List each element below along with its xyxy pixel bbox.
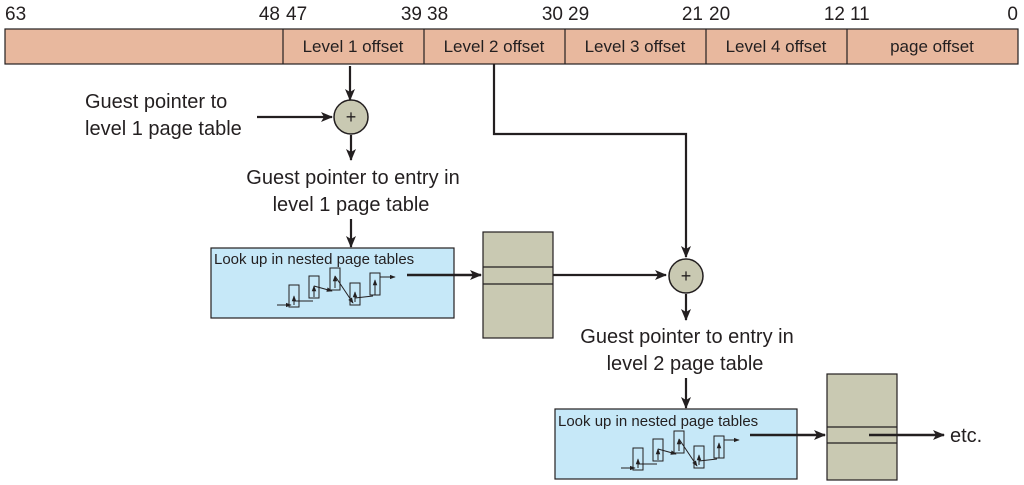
bit-number-30: 30: [542, 4, 563, 25]
bit-number-63: 63: [5, 4, 26, 25]
plus-icon: +: [346, 107, 357, 127]
page-table-2: [826, 373, 898, 481]
address-bar-background: [4, 28, 1019, 65]
bit-number-20: 20: [709, 4, 730, 25]
lookup-box-background: [554, 408, 798, 480]
field-level-4-offset: Level 4 offset: [726, 37, 827, 56]
adder-circle: [333, 99, 369, 135]
lookup-box-title: Look up in nested page tables: [214, 251, 414, 268]
lookup-box-title: Look up in nested page tables: [558, 413, 758, 430]
virtual-address-bar: Level 1 offset Level 2 offset Level 3 of…: [4, 28, 1019, 65]
bit-number-39: 39: [401, 4, 422, 25]
page-table-1: [482, 231, 554, 339]
label-entry-l2-line1: Guest pointer to entry in: [580, 326, 793, 348]
bit-number-29: 29: [568, 4, 589, 25]
bit-number-11: 11: [850, 4, 870, 25]
bit-number-0: 0: [1007, 4, 1018, 25]
adder-1: +: [333, 99, 369, 135]
bit-number-38: 38: [427, 4, 448, 25]
bit-numbers: 63 48 47 39 38 30 29 21 20 12 11 0: [5, 4, 1018, 25]
label-entry-l1-line1: Guest pointer to entry in: [246, 167, 459, 189]
arrow-level2-offset-to-adder2: [492, 64, 691, 258]
label-guest-pointer-l1-line2: level 1 page table: [85, 118, 242, 140]
bit-number-47: 47: [286, 4, 307, 25]
field-level-2-offset: Level 2 offset: [444, 37, 545, 56]
nested-lookup-box-2: Look up in nested page tables: [554, 408, 798, 480]
bit-number-21: 21: [682, 4, 703, 25]
nested-lookup-box-1: Look up in nested page tables: [210, 247, 455, 319]
page-table-background: [482, 231, 554, 339]
field-page-offset: page offset: [890, 37, 974, 56]
bit-number-12: 12: [824, 4, 845, 25]
nested-walk-icon: [621, 430, 740, 471]
lookup-box-background: [210, 247, 455, 319]
label-entry-l2-line2: level 2 page table: [607, 353, 764, 375]
bit-number-48: 48: [259, 4, 280, 25]
adder-2: +: [668, 258, 704, 294]
plus-icon: +: [681, 266, 692, 286]
label-guest-pointer-l1-line1: Guest pointer to: [85, 91, 227, 113]
field-level-1-offset: Level 1 offset: [303, 37, 404, 56]
nested-walk-icon: [277, 267, 396, 308]
label-entry-l1-line2: level 1 page table: [273, 194, 430, 216]
field-level-3-offset: Level 3 offset: [585, 37, 686, 56]
label-etc: etc.: [950, 425, 982, 447]
adder-circle: [668, 258, 704, 294]
